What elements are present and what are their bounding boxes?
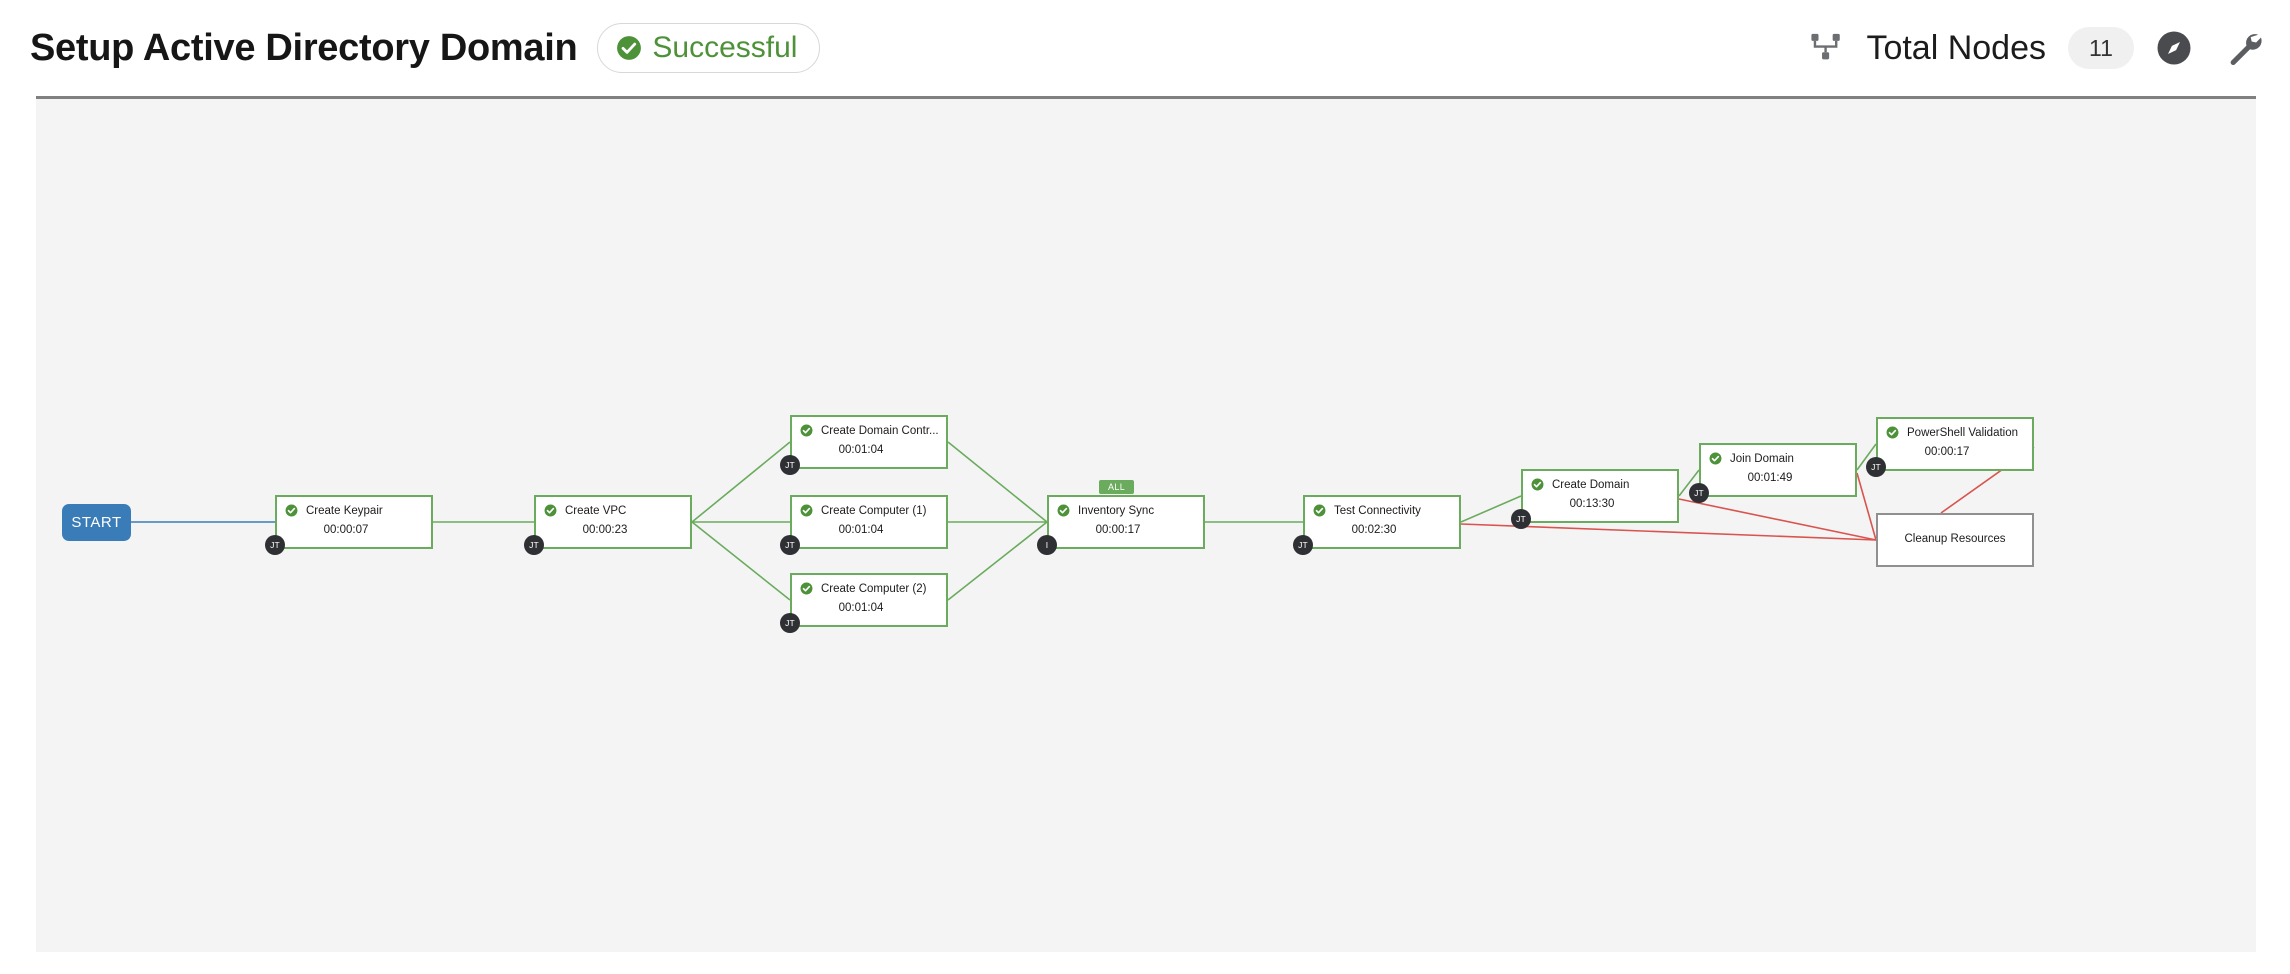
workflow-node-powershell-validation[interactable]: PowerShell Validation 00:00:17	[1876, 417, 2034, 471]
edge-create-computer-2-to-inventory-sync	[947, 521, 1048, 601]
node-credential-badge-create-domain-controller[interactable]: JT	[780, 455, 800, 475]
node-title: Create Domain	[1552, 478, 1630, 491]
edge-join-domain-to-cleanup-resources	[1856, 472, 1877, 541]
check-circle-icon	[285, 504, 298, 517]
node-elapsed-time: 00:01:04	[838, 524, 884, 536]
node-credential-badge-create-computer-1[interactable]: JT	[780, 535, 800, 555]
node-elapsed-time: 00:00:17	[1095, 524, 1141, 536]
node-title: Create Computer (2)	[821, 582, 927, 595]
node-title-row: Inventory Sync	[1049, 497, 1203, 517]
node-elapsed-time: 00:00:07	[323, 524, 369, 536]
edge-join-domain-to-powershell-validation	[1856, 443, 1877, 471]
node-credential-badge-inventory-sync[interactable]: I	[1037, 535, 1057, 555]
node-title: Create VPC	[565, 504, 627, 517]
node-title-row: Test Connectivity	[1305, 497, 1459, 517]
check-circle-icon	[800, 504, 813, 517]
node-title: Test Connectivity	[1334, 504, 1421, 517]
node-credential-badge-create-vpc[interactable]: JT	[524, 535, 544, 555]
workflow-node-test-connectivity[interactable]: Test Connectivity 00:02:30	[1303, 495, 1461, 549]
start-node-label: START	[71, 514, 122, 531]
check-circle-icon	[617, 36, 642, 60]
node-elapsed-time: 00:02:30	[1351, 524, 1397, 536]
node-title: Cleanup Resources	[1904, 533, 2006, 545]
check-circle-icon	[1886, 426, 1899, 439]
total-nodes-count: 11	[2068, 27, 2134, 69]
edge-create-domain-to-join-domain	[1678, 469, 1700, 497]
edge-create-vpc-to-create-computer-2	[691, 521, 791, 601]
workflow-node-create-computer-2[interactable]: Create Computer (2) 00:01:04	[790, 573, 948, 627]
edge-test-connectivity-to-cleanup-resources	[1460, 523, 1877, 541]
edge-create-domain-controller-to-inventory-sync	[947, 441, 1048, 523]
node-credential-badge-create-domain[interactable]: JT	[1511, 509, 1531, 529]
check-circle-icon	[1057, 504, 1070, 517]
node-title: Create Computer (1)	[821, 504, 927, 517]
page-header: Setup Active Directory Domain Successful…	[0, 0, 2290, 96]
page-title: Setup Active Directory Domain	[30, 26, 578, 69]
node-elapsed-time: 00:13:30	[1569, 498, 1615, 510]
check-circle-icon	[1709, 452, 1722, 465]
edge-create-vpc-to-create-domain-controller	[691, 441, 791, 523]
node-title: PowerShell Validation	[1907, 426, 2019, 439]
node-credential-badge-test-connectivity[interactable]: JT	[1293, 535, 1313, 555]
start-node[interactable]: START	[62, 504, 131, 541]
node-title-row: PowerShell Validation	[1878, 419, 2032, 439]
workflow-node-join-domain[interactable]: Join Domain 00:01:49	[1699, 443, 1857, 497]
node-title-row: Create Domain	[1523, 471, 1677, 491]
check-circle-icon	[1531, 478, 1544, 491]
node-title-row: Create VPC	[536, 497, 690, 517]
compass-icon[interactable]	[2156, 30, 2192, 66]
node-title-row: Create Computer (1)	[792, 497, 946, 517]
total-nodes-label: Total Nodes	[1866, 28, 2046, 67]
workflow-edges	[131, 441, 2035, 601]
check-circle-icon	[800, 582, 813, 595]
edge-create-domain-to-cleanup-resources	[1678, 498, 1877, 541]
node-title-row: Create Keypair	[277, 497, 431, 517]
workflow-node-create-domain-controller[interactable]: Create Domain Contr... 00:01:04	[790, 415, 948, 469]
node-credential-badge-join-domain[interactable]: JT	[1689, 483, 1709, 503]
node-title-row: Cleanup Resources	[1878, 515, 2032, 545]
status-badge-label: Successful	[652, 31, 798, 64]
node-elapsed-time: 00:01:04	[838, 602, 884, 614]
workflow-node-create-computer-1[interactable]: Create Computer (1) 00:01:04	[790, 495, 948, 549]
workflow-node-create-vpc[interactable]: Create VPC 00:00:23	[534, 495, 692, 549]
node-credential-badge-create-keypair[interactable]: JT	[265, 535, 285, 555]
node-title: Create Domain Contr...	[821, 424, 938, 437]
edge-test-connectivity-to-create-domain	[1460, 495, 1522, 523]
node-elapsed-time: 00:00:23	[582, 524, 628, 536]
check-circle-icon	[800, 424, 813, 437]
convergence-badge-inventory-sync: ALL	[1099, 480, 1135, 494]
check-circle-icon	[544, 504, 557, 517]
node-title-row: Create Domain Contr...	[792, 417, 946, 437]
workflow-node-create-domain[interactable]: Create Domain 00:13:30	[1521, 469, 1679, 523]
header-left-group: Setup Active Directory Domain Successful	[30, 0, 821, 96]
node-credential-badge-create-computer-2[interactable]: JT	[780, 613, 800, 633]
node-credential-badge-powershell-validation[interactable]: JT	[1866, 457, 1886, 477]
node-title: Create Keypair	[306, 504, 383, 517]
node-title: Inventory Sync	[1078, 504, 1155, 517]
node-title: Join Domain	[1730, 452, 1794, 465]
wrench-icon[interactable]	[2226, 29, 2264, 67]
workflow-node-create-keypair[interactable]: Create Keypair 00:00:07	[275, 495, 433, 549]
check-circle-icon	[1313, 504, 1326, 517]
sitemap-icon	[1811, 33, 1841, 60]
node-elapsed-time: 00:01:04	[838, 444, 884, 456]
node-title-row: Create Computer (2)	[792, 575, 946, 595]
node-title-row: Join Domain	[1701, 445, 1855, 465]
node-elapsed-time: 00:01:49	[1747, 472, 1793, 484]
header-right-group: Total Nodes 11	[1810, 0, 2264, 96]
status-badge: Successful	[597, 23, 821, 73]
node-elapsed-time: 00:00:17	[1924, 446, 1970, 458]
workflow-node-cleanup-resources[interactable]: Cleanup Resources	[1876, 513, 2034, 567]
workflow-node-inventory-sync[interactable]: Inventory Sync 00:00:17	[1047, 495, 1205, 549]
